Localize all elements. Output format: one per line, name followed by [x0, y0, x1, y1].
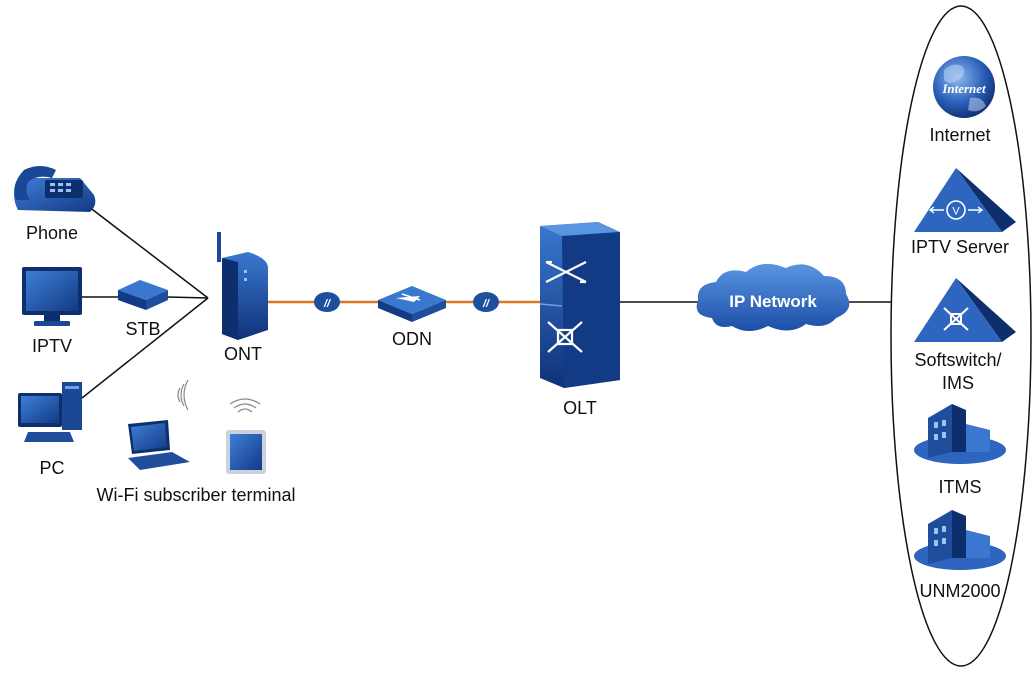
iptv-server-icon: V — [914, 168, 1016, 232]
odn-label: ODN — [392, 329, 432, 349]
internet-globe-icon: Internet — [933, 56, 995, 118]
stb-ont-link — [167, 296, 209, 299]
ont-device-icon — [217, 232, 268, 340]
phone-ont-link — [79, 199, 209, 299]
itms-label: ITMS — [938, 477, 982, 497]
svg-text:V: V — [952, 206, 960, 218]
pc-ont-link — [81, 297, 209, 399]
softswitch-icon — [914, 278, 1016, 342]
softswitch-label: Softswitch/ — [914, 350, 1002, 370]
iptv-label: IPTV — [31, 336, 73, 356]
ip-network-cloud-icon — [696, 263, 850, 331]
olt-label: OLT — [563, 398, 597, 418]
svg-text://: // — [482, 298, 491, 310]
wifi-terminal-label: Wi-Fi subscriber terminal — [96, 485, 296, 505]
internet-globe-text: Internet — [941, 81, 986, 96]
pc-icon — [18, 382, 82, 442]
fiber-connector-icon: // — [314, 292, 340, 312]
ont-label: ONT — [224, 344, 262, 364]
phone-label: Phone — [25, 223, 79, 243]
fiber-connector-icon: // — [473, 292, 499, 312]
ims-label: IMS — [941, 373, 975, 393]
set-top-box-icon — [118, 280, 168, 310]
unm-server-building-icon — [914, 510, 1006, 570]
pc-label: PC — [39, 458, 65, 478]
ip-network-label: IP Network — [729, 292, 817, 311]
service-platform-group — [890, 5, 1032, 667]
olt-device-icon — [539, 222, 620, 388]
wifi-signal-icon — [177, 379, 189, 411]
wifi-signal-icon — [229, 398, 261, 413]
tv-monitor-icon — [22, 267, 82, 326]
odn-splitter-icon — [378, 286, 446, 322]
laptop-icon — [128, 420, 190, 470]
tablet-icon — [226, 430, 266, 474]
connection-lines — [79, 199, 892, 399]
svg-text://: // — [323, 298, 332, 310]
iptv-server-label: IPTV Server — [910, 237, 1010, 257]
itms-server-building-icon — [914, 404, 1006, 464]
unm2000-label: UNM2000 — [919, 581, 1001, 601]
internet-label: Internet — [929, 125, 991, 145]
stb-label: STB — [125, 319, 161, 339]
phone-icon — [14, 166, 96, 212]
